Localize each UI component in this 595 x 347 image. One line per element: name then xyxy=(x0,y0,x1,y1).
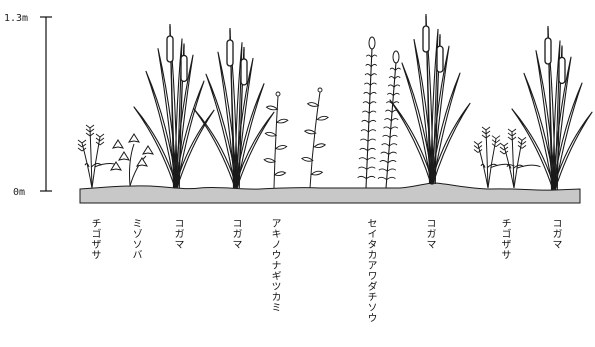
plant-drawing-seitakaawadachisou-1 xyxy=(358,37,377,188)
plant-drawings xyxy=(78,14,592,190)
plant-drawing-akinounagitsukami-2 xyxy=(302,88,328,188)
plant-drawing-chigozasa-3 xyxy=(500,129,540,188)
height-scale: 1.3m 0m xyxy=(4,13,52,198)
plant-label-kogama-1: コガマ xyxy=(172,218,183,250)
scale-bottom-label: 0m xyxy=(13,187,25,198)
plant-drawing-chigozasa-2 xyxy=(474,127,514,188)
plant-label-kogama-2: コガマ xyxy=(230,218,241,250)
plant-label-chigozasa-1: チゴザサ xyxy=(89,218,100,260)
scale-top-label: 1.3m xyxy=(4,13,28,24)
plant-drawing-mizosoba xyxy=(111,134,153,186)
plant-label-kogama-3: コガマ xyxy=(424,218,435,250)
plant-drawing-kogama-2 xyxy=(194,28,274,188)
plant-drawing-kogama-3 xyxy=(390,14,470,184)
plant-drawing-seitakaawadachisou-2 xyxy=(378,51,401,188)
plant-label-chigozasa-2: チゴザサ xyxy=(499,218,510,260)
plant-drawing-chigozasa-1 xyxy=(78,125,118,188)
plant-label-mizosoba: ミゾソバ xyxy=(130,218,141,260)
plant-drawing-kogama-1 xyxy=(134,24,214,188)
ground-profile xyxy=(80,183,580,203)
plant-label-seitakaawadachisou: セイタカアワダチソウ xyxy=(365,218,376,323)
plant-drawing-kogama-4 xyxy=(512,26,592,190)
plant-label-kogama-4: コガマ xyxy=(550,218,561,250)
plant-label-akinounagitsukami: アキノウナギツカミ xyxy=(269,218,280,313)
plant-drawing-akinounagitsukami-1 xyxy=(264,92,288,188)
